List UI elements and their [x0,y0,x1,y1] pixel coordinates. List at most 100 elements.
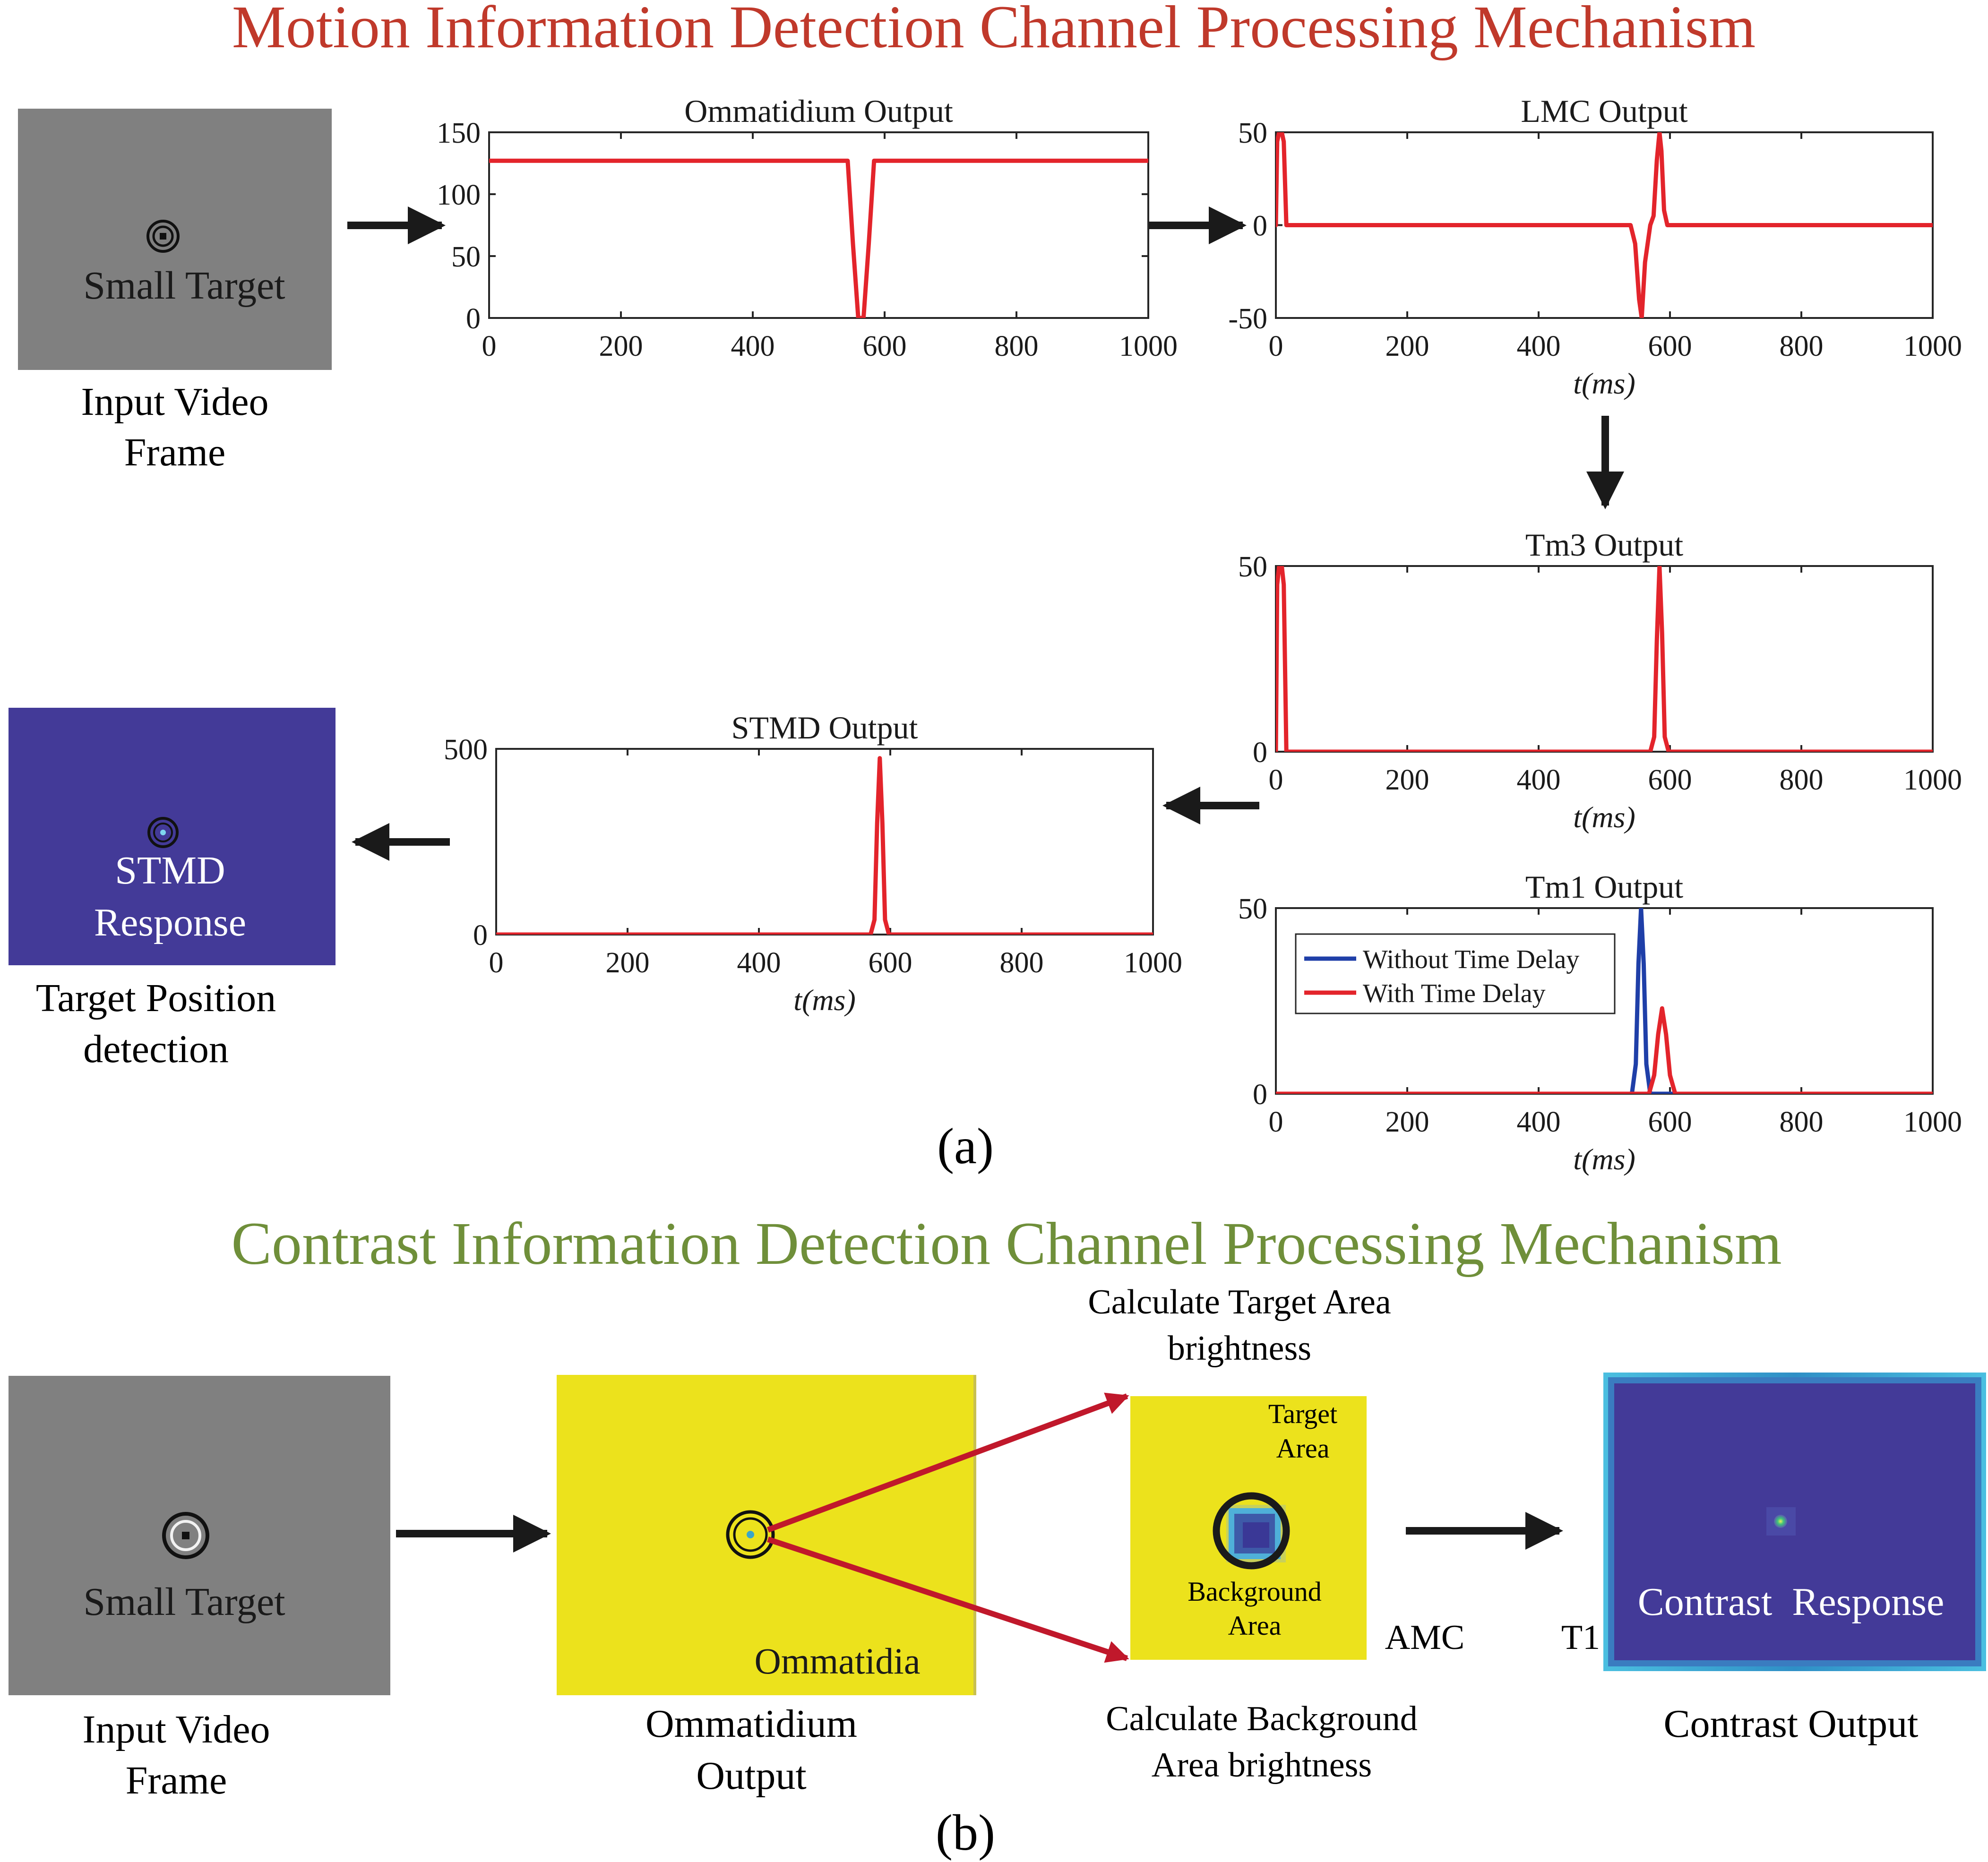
arrow-to-target-area [766,1392,1129,1533]
ommatidia-caption: Ommatidia [755,1640,921,1682]
y-tick-label: -50 [1228,303,1267,335]
plot-frame [1275,565,1934,753]
stmd-response-frame: STMD Response [9,708,336,965]
x-tick-label: 800 [1780,330,1824,362]
y-tick-label: 0 [473,919,488,952]
contrast-output-frame: Contrast Response [1603,1373,1986,1671]
chart-title: Ommatidium Output [684,93,953,129]
calc-background-line2: Area brightness [1152,1746,1372,1785]
y-tick-label: 50 [1238,893,1267,925]
y-tick-label: 0 [1253,1079,1267,1111]
x-tick-label: 600 [1648,330,1692,362]
x-tick-label: 0 [1269,1106,1283,1138]
x-tick-label: 600 [1648,1106,1692,1138]
ommatidium-output-frame: Ommatidia [557,1375,976,1695]
panel-label-b: (b) [936,1805,995,1861]
target-area-line1: Target [1268,1399,1337,1429]
x-tick-label: 200 [606,947,650,979]
panel-label-a: (a) [937,1118,994,1175]
t1-label: T1 [1561,1618,1600,1657]
legend-entry: Without Time Delay [1363,945,1579,974]
x-tick-label: 400 [737,947,781,979]
stmd-output-chart: 0 200 400 600 800 1000 0 500 STMD Output t(ms) [444,710,1182,1017]
x-tick-label: 1000 [1903,1106,1962,1138]
y-tick-label: 100 [437,179,481,211]
x-tick-label: 400 [1517,1106,1561,1138]
target-area-line2: Area [1276,1433,1330,1464]
x-tick-label: 800 [1780,1106,1824,1138]
x-tick-label: 1000 [1124,947,1182,979]
input-label-b-line2: Frame [126,1759,227,1802]
series-line-red [1276,566,1933,752]
x-tick-label: 200 [599,330,643,362]
x-tick-label: 800 [995,330,1039,362]
stmd-caption-line2: Response [94,901,246,944]
legend-box [1295,933,1616,1014]
ommatidium-label-line2: Output [696,1754,806,1798]
input-caption-b: Small Target [83,1580,285,1624]
background-area-line1: Background [1188,1576,1322,1607]
area-frame: Target Area Background Area [1130,1396,1367,1660]
chart-title: STMD Output [732,710,918,746]
x-tick-label: 1000 [1903,330,1962,362]
y-tick-label: 50 [451,241,481,273]
chart-title: Tm3 Output [1525,527,1683,563]
target-area-circle-icon [1213,1492,1290,1570]
contrast-hotspot [1774,1515,1787,1528]
y-tick-label: 150 [437,117,481,149]
contrast-output-label: Contrast Output [1664,1702,1919,1746]
x-tick-label: 400 [1517,330,1561,362]
target-marker-icon [146,220,180,253]
x-tick-label: 0 [489,947,504,979]
target-marker-icon [726,1510,775,1559]
target-marker-icon [162,1512,209,1559]
x-tick-label: 0 [482,330,497,362]
calc-target-line1: Calculate Target Area [1088,1283,1391,1321]
series-line-red [496,756,1153,935]
x-axis-label: t(ms) [1573,1142,1635,1176]
target-marker-icon [147,817,179,848]
y-tick-label: 0 [1253,737,1267,769]
x-tick-label: 200 [1386,1106,1429,1138]
input-frame-b: Small Target [9,1376,390,1695]
plot-frame [495,748,1154,935]
x-tick-label: 800 [1780,764,1824,796]
series-line-red [1276,132,1933,318]
x-tick-label: 800 [1000,947,1044,979]
contrast-title: Contrast Information Detection Channel P… [231,1210,1781,1277]
input-label-a-line1: Input Video [81,380,268,424]
y-tick-label: 0 [1253,210,1267,242]
series-line-without-time-delay [1276,908,1933,1094]
x-tick-label: 600 [863,330,907,362]
chart-title: Tm1 Output [1525,869,1683,905]
legend-entry: With Time Delay [1363,979,1546,1008]
calc-target-line2: brightness [1168,1329,1311,1368]
stmd-caption-line1: STMD [115,849,225,892]
input-caption-a: Small Target [83,264,285,308]
plot-frame [488,131,1149,319]
input-label-b-line1: Input Video [82,1708,270,1751]
input-label-a-line2: Frame [124,430,226,474]
x-tick-label: 600 [869,947,912,979]
stmd-label-line1: Target Position [36,976,276,1020]
arrow-to-background-area [767,1536,1129,1663]
motion-title: Motion Information Detection Channel Pro… [232,0,1756,60]
x-tick-label: 600 [1648,764,1692,796]
y-tick-label: 50 [1238,551,1267,583]
series-line-with-time-delay [1276,1006,1933,1094]
x-tick-label: 0 [1269,764,1283,796]
x-tick-label: 400 [1517,764,1561,796]
amc-label: AMC [1385,1618,1465,1657]
calc-background-line1: Calculate Background [1106,1699,1418,1738]
x-tick-label: 1000 [1903,764,1962,796]
x-axis-label: t(ms) [793,983,856,1017]
series-line-red [489,158,1148,318]
ommatidium-label-line1: Ommatidium [645,1702,857,1746]
y-tick-label: 500 [444,734,488,766]
y-tick-label: 50 [1238,117,1267,149]
x-tick-label: 400 [731,330,775,362]
